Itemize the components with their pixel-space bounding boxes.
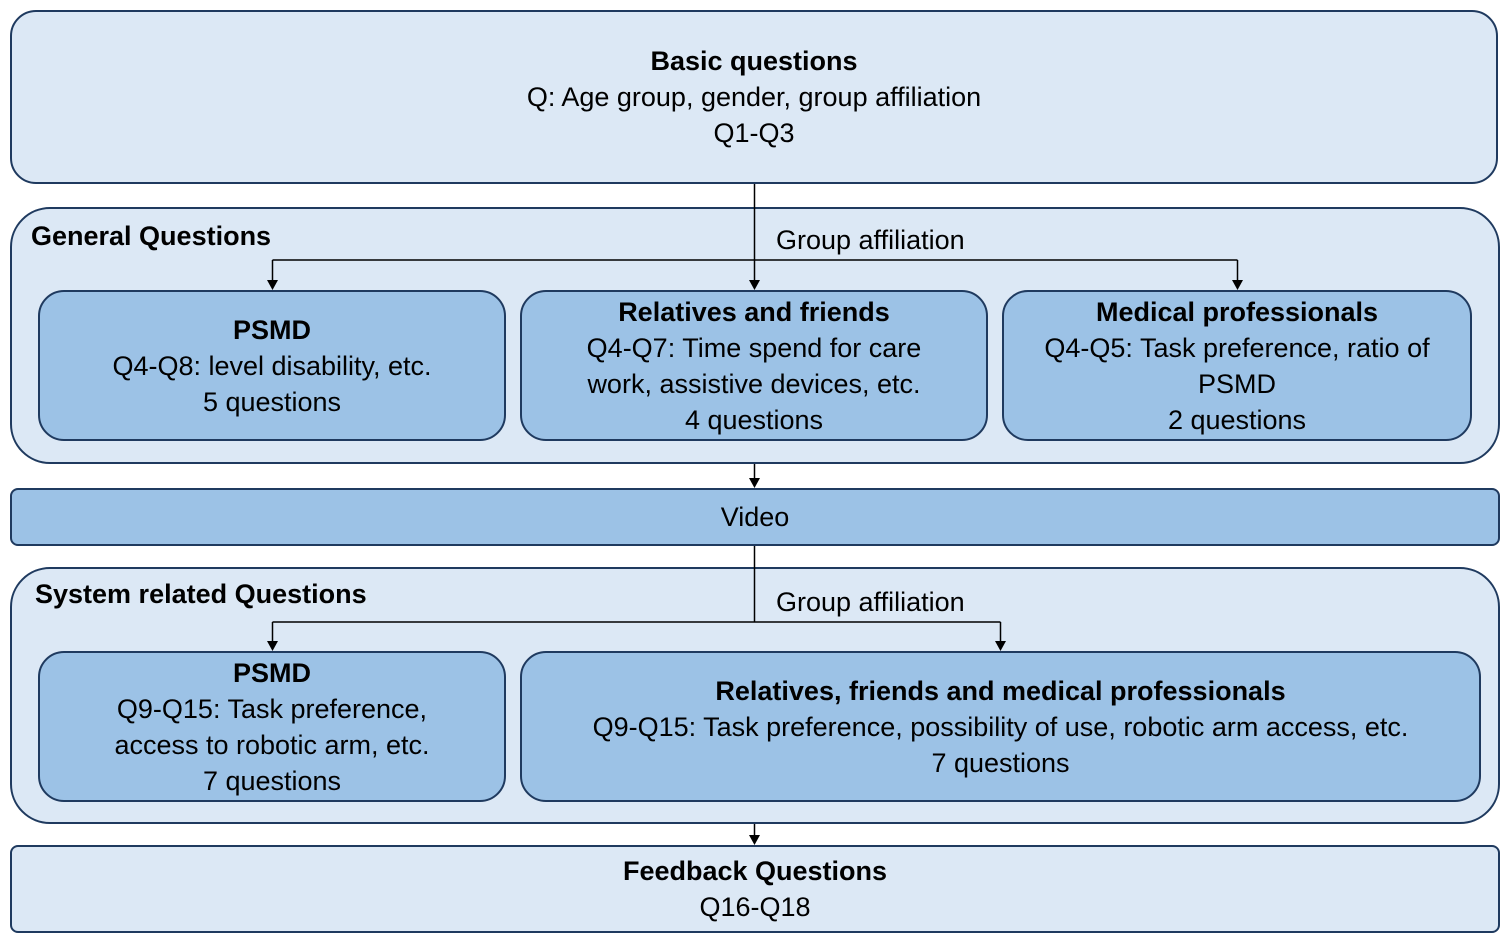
- basic-questions-topics: Q: Age group, gender, group affiliation: [526, 82, 982, 112]
- video-label: Video: [720, 502, 790, 532]
- feedback-questions-title: Feedback Questions: [622, 856, 888, 886]
- system-psmd-title: PSMD: [232, 657, 311, 688]
- system-branch-label: Group affiliation: [776, 587, 965, 617]
- system-questions-title: System related Questions: [35, 579, 367, 609]
- system-others-box: Relatives, friends and medical professio…: [520, 651, 1481, 802]
- general-medical-box: Medical professionals Q4-Q5: Task prefer…: [1002, 290, 1472, 441]
- basic-questions-range: Q1-Q3: [713, 118, 795, 148]
- general-psmd-count: 5 questions: [202, 386, 342, 417]
- general-psmd-title: PSMD: [232, 314, 311, 345]
- general-questions-title: General Questions: [31, 221, 272, 251]
- general-relatives-questions-2: work, assistive devices, etc.: [587, 368, 921, 399]
- feedback-questions-range: Q16-Q18: [699, 892, 811, 922]
- arrowhead-feedback: [749, 835, 760, 845]
- general-medical-count: 2 questions: [1167, 404, 1307, 435]
- arrowhead-video: [749, 478, 760, 488]
- general-medical-questions-2: PSMD: [1197, 368, 1276, 399]
- system-others-count: 7 questions: [931, 747, 1070, 778]
- video-box: Video: [10, 488, 1500, 546]
- basic-questions-box: Basic questions Q: Age group, gender, gr…: [10, 10, 1498, 184]
- general-relatives-box: Relatives and friends Q4-Q7: Time spend …: [520, 290, 988, 441]
- general-psmd-questions: Q4-Q8: level disability, etc.: [112, 350, 432, 381]
- system-psmd-questions-2: access to robotic arm, etc.: [114, 729, 430, 760]
- system-others-title: Relatives, friends and medical professio…: [715, 675, 1286, 706]
- system-psmd-questions-1: Q9-Q15: Task preference,: [116, 693, 428, 724]
- system-others-questions: Q9-Q15: Task preference, possibility of …: [592, 711, 1409, 742]
- feedback-questions-box: Feedback Questions Q16-Q18: [10, 845, 1500, 933]
- general-relatives-title: Relatives and friends: [618, 296, 890, 327]
- general-medical-title: Medical professionals: [1095, 296, 1379, 327]
- general-branch-label: Group affiliation: [776, 225, 965, 255]
- general-relatives-questions-1: Q4-Q7: Time spend for care: [586, 332, 922, 363]
- system-psmd-count: 7 questions: [202, 765, 342, 796]
- general-psmd-box: PSMD Q4-Q8: level disability, etc. 5 que…: [38, 290, 506, 441]
- system-psmd-box: PSMD Q9-Q15: Task preference, access to …: [38, 651, 506, 802]
- general-medical-questions-1: Q4-Q5: Task preference, ratio of: [1044, 332, 1430, 363]
- general-relatives-count: 4 questions: [684, 404, 824, 435]
- basic-questions-title: Basic questions: [650, 46, 858, 76]
